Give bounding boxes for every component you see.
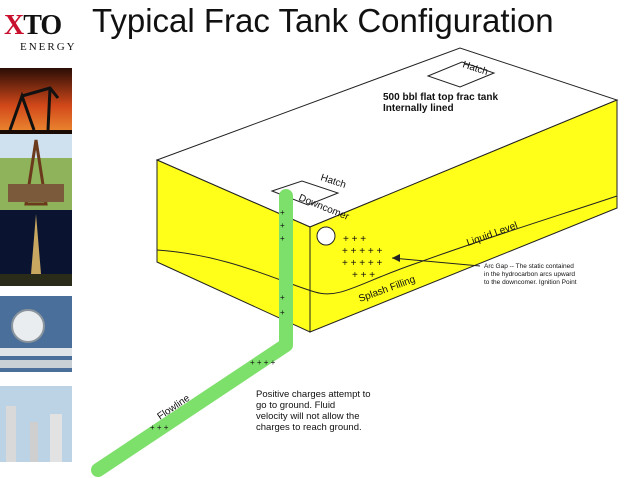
arc-gap-note-line: in the hydrocarbon arcs upward: [484, 271, 575, 278]
charge-mark: +: [280, 234, 285, 243]
charge-cluster: + + + + +: [342, 246, 382, 257]
front-hatch: [270, 180, 340, 206]
pipes-photo: [0, 296, 72, 372]
charge-mark: +: [280, 293, 285, 302]
facility-photo: [0, 386, 72, 462]
top-hatch: [426, 61, 496, 88]
charge-cluster: + + + + +: [342, 258, 382, 269]
arc-gap-arrowhead: [392, 254, 400, 262]
charge-mark: +: [280, 308, 285, 317]
xto-energy-logo: XTO ENERGY: [2, 10, 77, 58]
photo-sidebar: [0, 68, 72, 478]
positive-note-line: velocity will not allow the: [256, 411, 360, 422]
charge-cluster: + + +: [343, 234, 366, 245]
positive-note-line: go to ground. Fluid: [256, 400, 335, 411]
arc-gap-note-line: to the downcomer. Ignition Point: [484, 279, 577, 286]
arc-gap-note-line: Arc Gap -- The static contained: [484, 263, 574, 270]
arc-gap-arrow: [391, 257, 481, 267]
positive-note-line: charges to reach ground.: [256, 422, 362, 433]
charge-mark: +: [280, 208, 285, 217]
charge-mark: +: [280, 221, 285, 230]
charge-mark: + + +: [150, 423, 169, 432]
downcomer-flowline-pipe: [91, 189, 293, 477]
positive-note-line: Positive charges attempt to: [256, 389, 371, 400]
charge-mark: + + + +: [250, 358, 276, 367]
tank-label-line1: 500 bbl flat top frac tank: [383, 92, 498, 103]
drilling-rig-photo: [0, 134, 72, 210]
charge-cluster: + + +: [352, 270, 375, 281]
slide-title: Typical Frac Tank Configuration: [92, 2, 554, 39]
logo-subtitle: ENERGY: [20, 41, 77, 53]
liquid-level-line: [156, 195, 618, 295]
logo-mark: XTO: [4, 10, 62, 41]
arc-gap-bubble: [316, 226, 336, 246]
tank-label-line2: Internally lined: [383, 103, 454, 114]
night-rig-photo: [0, 210, 72, 286]
